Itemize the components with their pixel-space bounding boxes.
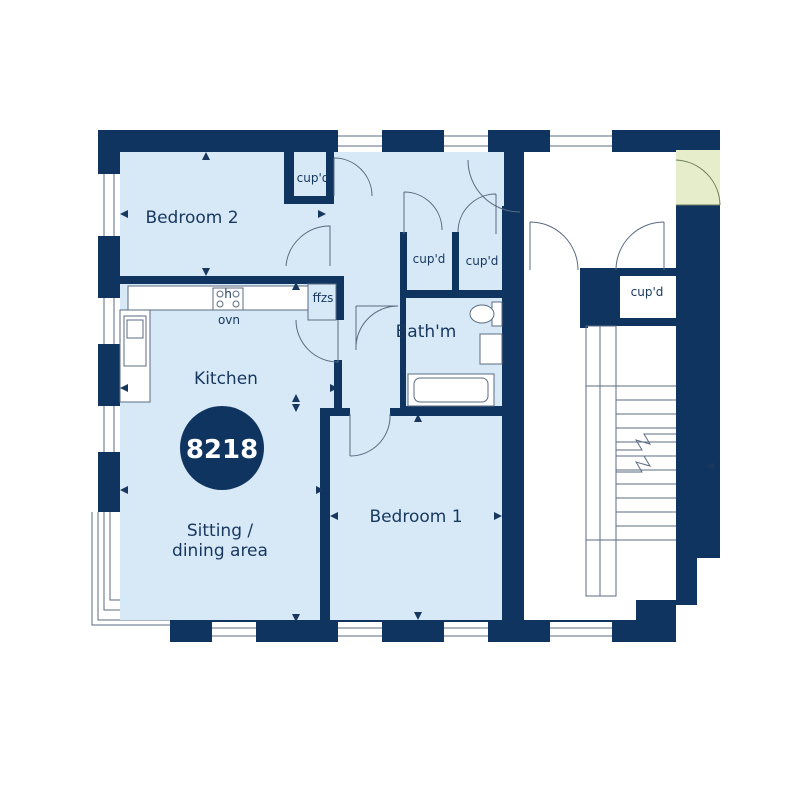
hob-ring-1 [216, 290, 224, 298]
window-bottom-2 [338, 622, 382, 642]
label-cupd-2: cup'd [413, 252, 446, 266]
right-wall-block [676, 130, 720, 150]
wall-cupds-bottom [400, 290, 504, 298]
label-sitting-2: dining area [172, 541, 268, 561]
door-swings [285, 157, 721, 457]
unit-badge [180, 406, 264, 490]
sink [123, 315, 147, 367]
room-sitting [120, 520, 320, 620]
bathtub [407, 373, 495, 407]
room-bedroom-1 [330, 414, 502, 620]
wall-cupd-box [584, 318, 676, 326]
hob-ring-2 [232, 290, 240, 298]
toilet-bowl [469, 304, 495, 324]
ffzs-unit [307, 283, 337, 321]
label-oven: ovn [218, 313, 240, 327]
label-ffzs: ffzs [313, 291, 334, 305]
window-top-1 [338, 130, 382, 152]
room-bedroom-2 [120, 152, 284, 276]
window-top-4 [720, 130, 726, 152]
bathtub-inner [413, 377, 489, 403]
stair-well [584, 325, 676, 600]
wall-kitchen-right [334, 276, 344, 320]
label-cupd-4: cup'd [631, 285, 664, 299]
communal-bottom [524, 600, 636, 620]
window-top-3 [550, 130, 612, 152]
hob-ring-3 [216, 300, 224, 308]
label-bedroom-2: Bedroom 2 [145, 208, 238, 228]
unit-number: 8218 [186, 435, 258, 465]
wall-bed1-top [390, 408, 502, 416]
label-bedroom-1: Bedroom 1 [369, 507, 462, 527]
window-bottom-4 [550, 622, 612, 642]
wall-communal-cupd-r [598, 268, 620, 326]
wall-bath-left [400, 296, 406, 410]
window-frames [103, 135, 612, 637]
communal-stair [524, 270, 584, 620]
window-left-3 [98, 406, 120, 452]
room-hall [284, 152, 504, 296]
label-cupd-1: cup'd [297, 171, 330, 185]
wall-communal-cupd-l [580, 268, 588, 328]
label-hob: h [224, 287, 232, 301]
hob-unit [212, 287, 244, 311]
wall-unit-right [502, 206, 524, 620]
sink-bowl [126, 319, 144, 339]
label-cupd-3: cup'd [466, 254, 499, 268]
label-kitchen: Kitchen [194, 369, 258, 389]
staircase [585, 325, 676, 597]
dimension-arrows [120, 152, 714, 622]
wall-corr-left [334, 360, 342, 412]
wall-cupd-top [284, 152, 294, 202]
cupd-communal-fill [620, 276, 676, 318]
window-top-2 [444, 130, 488, 152]
window-bottom-1 [212, 622, 256, 642]
wall-kitchen-bed1 [320, 408, 330, 620]
window-bottom-3 [444, 622, 488, 642]
wall-cupd-bottom [284, 196, 334, 204]
right-wall-strip [697, 205, 720, 540]
wash-basin [479, 333, 503, 365]
wall-communal-cupd [580, 268, 676, 276]
window-left-1 [98, 174, 120, 236]
window-left-2 [98, 298, 120, 344]
label-sitting-1: Sitting / [187, 521, 254, 541]
label-bathroom: Bath'm [396, 322, 457, 342]
wall-cupds-left [400, 232, 407, 298]
wall-cupd-right [326, 152, 334, 202]
communal-hall [524, 152, 676, 270]
bay-window [91, 512, 170, 626]
wall-bed2-bottom [120, 276, 344, 284]
wall-stair-right [676, 205, 697, 605]
wall-cupds-mid [452, 232, 459, 292]
hob-ring-4 [232, 300, 240, 308]
